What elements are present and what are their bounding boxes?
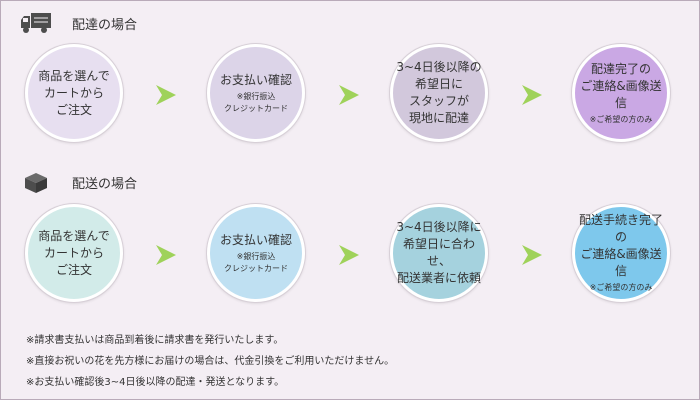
arrow-right-icon	[339, 245, 359, 265]
shipping-step-2-text: お支払い確認	[219, 232, 292, 247]
shipping-step-2-note: ※銀行振込 クレジットカード	[224, 251, 288, 273]
note-line: ※直接お祝いの花を先方様にお届けの場合は、代金引換をご利用いただけません。	[26, 356, 395, 367]
delivery-step-2-text: お支払い確認	[219, 72, 292, 87]
delivery-step-2: お支払い確認 ※銀行振込 クレジットカード	[207, 44, 305, 142]
delivery-step-3: 3~4日後以降の 希望日に スタッフが 現地に配達	[390, 44, 488, 142]
shipping-step-4-note: ※ご希望の方のみ	[589, 283, 653, 292]
arrow-right-icon	[156, 85, 176, 105]
arrow-right-icon	[522, 245, 542, 265]
shipping-section-header: 配送の場合	[20, 170, 137, 194]
shipping-step-4: 配送手続き完了の ご連絡&画像送信 ※ご希望の方のみ	[572, 204, 670, 302]
delivery-step-2-note: ※銀行振込 クレジットカード	[224, 91, 288, 113]
shipping-step-4-text: 配送手続き完了の ご連絡&画像送信	[578, 213, 663, 278]
package-icon	[25, 173, 47, 193]
shipping-step-1-text: 商品を選んで カートから ご注文	[38, 228, 110, 277]
shipping-flow: 商品を選んで カートから ご注文 お支払い確認 ※銀行振込 クレジットカード 3…	[0, 196, 700, 306]
delivery-step-1: 商品を選んで カートから ご注文	[25, 44, 123, 142]
delivery-step-1-text: 商品を選んで カートから ご注文	[38, 68, 110, 117]
delivery-section-header: 配達の場合	[20, 12, 137, 34]
shipping-step-1: 商品を選んで カートから ご注文	[25, 204, 123, 302]
shipping-step-2: お支払い確認 ※銀行振込 クレジットカード	[207, 204, 305, 302]
truck-icon	[21, 13, 51, 33]
arrow-right-icon	[156, 245, 176, 265]
delivery-section-title: 配達の場合	[72, 17, 138, 33]
note-line: ※請求書支払いは商品到着後に請求書を発行いたします。	[26, 335, 284, 346]
delivery-step-4-note: ※ご希望の方のみ	[589, 114, 653, 124]
note-line: ※お支払い確認後3~4日後以降の配達・発送となります。	[26, 377, 285, 388]
arrow-right-icon	[522, 85, 542, 105]
arrow-right-icon	[339, 85, 359, 105]
shipping-section-title: 配送の場合	[72, 176, 138, 192]
notes: ※請求書支払いは商品到着後に請求書を発行いたします。 ※直接お祝いの花を先方様に…	[26, 330, 394, 393]
shipping-step-3-text: 3~4日後以降に 希望日に合わせ、 配送業者に依頼	[396, 220, 482, 285]
delivery-flow: 商品を選んで カートから ご注文 お支払い確認 ※銀行振込 クレジットカード 3…	[0, 38, 700, 148]
delivery-step-4-text: 配達完了の ご連絡&画像送信	[580, 61, 662, 110]
delivery-step-3-text: 3~4日後以降の 希望日に スタッフが 現地に配達	[396, 60, 482, 125]
delivery-step-4: 配達完了の ご連絡&画像送信 ※ご希望の方のみ	[572, 44, 670, 142]
shipping-step-3: 3~4日後以降に 希望日に合わせ、 配送業者に依頼	[390, 204, 488, 302]
